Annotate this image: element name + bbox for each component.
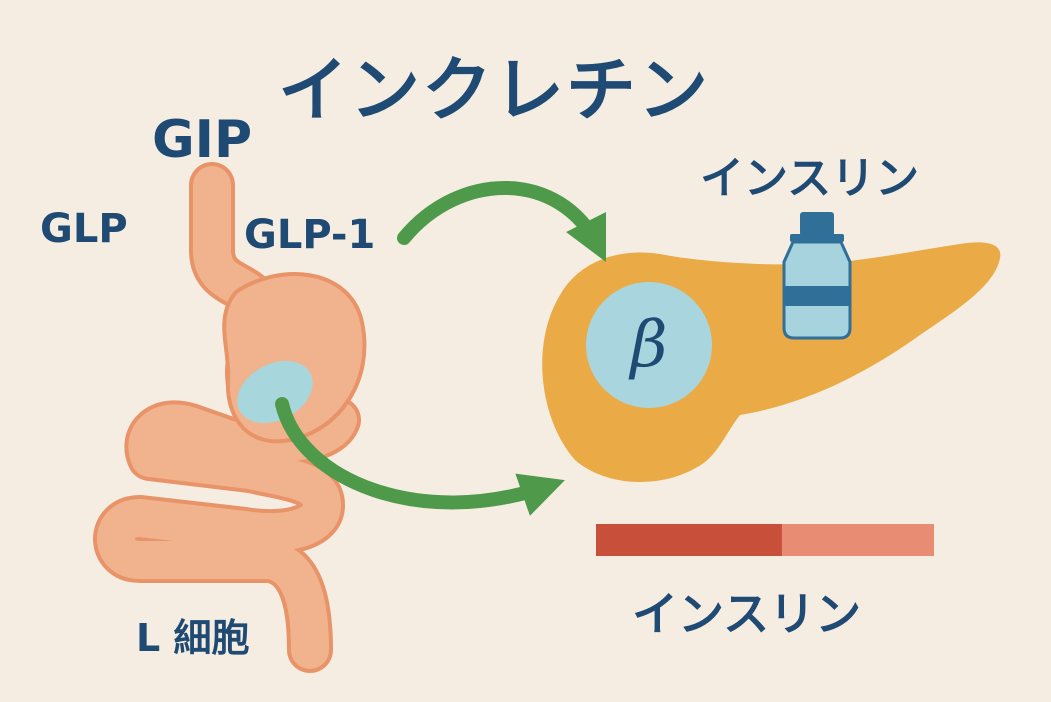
insulin-vial-icon [782, 212, 852, 340]
label-gip: GIP [152, 110, 253, 170]
pancreas [542, 242, 1001, 482]
label-insulin-top: インスリン [700, 153, 920, 204]
label-glp: GLP [40, 206, 128, 252]
label-glp-1: GLP-1 [244, 212, 376, 258]
title: インクレチン [278, 49, 710, 131]
beta-cell [586, 282, 712, 408]
label-l-cell: L 細胞 [136, 616, 250, 660]
insulin-bar [596, 524, 934, 556]
gut [93, 162, 367, 673]
beta-symbol: β [630, 308, 668, 382]
green-arrow-icon [397, 181, 607, 263]
label-insulin-bottom: インスリン [632, 587, 862, 641]
green-arrow-icon [275, 397, 565, 516]
insulin-bar-fill [596, 524, 782, 556]
l-cell-spot [237, 360, 313, 424]
